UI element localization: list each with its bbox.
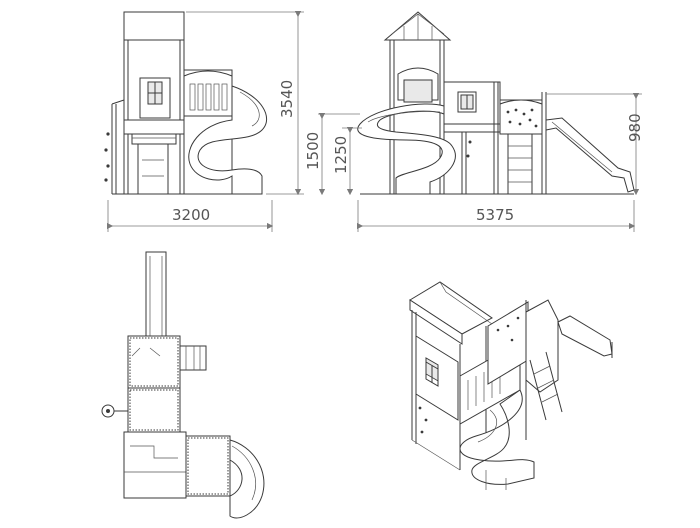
climbing-holds-front <box>104 132 110 182</box>
isometric-view <box>409 281 613 490</box>
steering-wheel-plan <box>101 404 128 418</box>
front-width-label: 3200 <box>172 206 210 224</box>
straight-slide-side <box>545 117 635 193</box>
side-elevation-view <box>357 11 635 195</box>
platform-height-2-dimension: 1250 <box>332 126 362 196</box>
peg-panel-side <box>506 108 538 128</box>
straight-slide-iso <box>557 315 613 357</box>
side-length-label: 5375 <box>476 206 514 224</box>
front-height-label: 3540 <box>278 80 296 118</box>
platform-height-1-label: 1500 <box>304 132 322 170</box>
platform-height-1-dimension: 1500 <box>304 112 360 196</box>
top-plan-view <box>101 251 265 519</box>
front-width-dimension: 3200 <box>106 200 274 232</box>
side-length-dimension: 5375 <box>356 200 636 232</box>
spiral-slide-plan <box>229 439 265 519</box>
slide-exit-height-label: 980 <box>626 113 644 142</box>
front-elevation-view <box>104 11 268 195</box>
front-height-dimension: 3540 <box>186 10 304 196</box>
platform-height-2-label: 1250 <box>332 136 350 174</box>
spiral-slide-side <box>357 103 456 195</box>
spiral-slide-iso <box>459 389 535 485</box>
front-roof <box>123 11 185 41</box>
slide-exit-height-dimension: 980 <box>546 92 644 196</box>
spiral-slide-front <box>188 85 268 195</box>
